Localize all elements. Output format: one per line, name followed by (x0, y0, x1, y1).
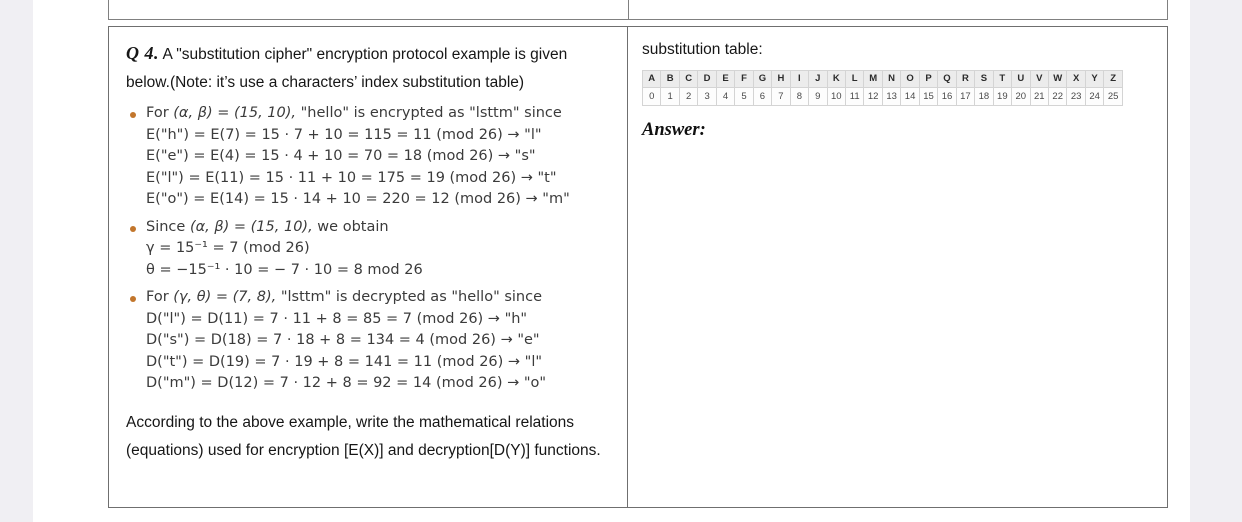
substitution-index-cell: 4 (715, 87, 736, 106)
worked-example-list: For (α, β) = (15, 10), "hello" is encryp… (126, 103, 613, 395)
substitution-letter-cell: L (844, 70, 865, 88)
substitution-letter-cell: P (918, 70, 939, 88)
substitution-index-cell: 2 (678, 87, 699, 106)
substitution-letter-cell: X (1066, 70, 1086, 88)
math-line: D("m") = D(12) = 7 · 12 + 8 = 92 = 14 (m… (146, 375, 547, 391)
document-page: Q 4. A "substitution cipher" encryption … (33, 0, 1190, 522)
substitution-letter-cell: F (734, 70, 754, 88)
list-item: Since (α, β) = (15, 10), we obtain γ = 1… (126, 217, 613, 282)
question-cell: Q 4. A "substitution cipher" encryption … (109, 27, 628, 507)
previous-table-row (108, 0, 1168, 20)
bullet-lead-suffix: "lsttm" is decrypted as "hello" since (276, 289, 543, 305)
bullet-lead-math: (α, β) = (15, 10), (189, 218, 313, 235)
substitution-letter-cell: T (992, 70, 1013, 88)
substitution-index-cell: 19 (992, 87, 1013, 106)
math-line: θ = −15⁻¹ · 10 = − 7 · 10 = 8 mod 26 (146, 261, 423, 278)
math-line: D("t") = D(19) = 7 · 19 + 8 = 141 = 11 (… (146, 353, 543, 370)
substitution-letter-cell: B (660, 70, 680, 88)
substitution-index-cell: 1 (660, 87, 680, 106)
substitution-letter-cell: I (789, 70, 810, 88)
substitution-index-cell: 25 (1103, 87, 1123, 106)
math-line: E("o") = E(14) = 15 · 14 + 10 = 220 = 12… (146, 191, 570, 207)
substitution-letter-cell: Z (1103, 70, 1123, 88)
substitution-index-cell: 9 (808, 87, 828, 106)
math-line: E("h") = E(7) = 15 · 7 + 10 = 115 = 11 (… (146, 126, 542, 143)
bullet-lead-prefix: Since (146, 218, 190, 235)
substitution-index-cell: 22 (1047, 87, 1068, 106)
substitution-letter-cell: C (678, 70, 699, 88)
math-line: E("l") = E(11) = 15 · 11 + 10 = 175 = 19… (146, 169, 557, 186)
substitution-letter-cell: J (808, 70, 828, 88)
math-line: D("l") = D(11) = 7 · 11 + 8 = 85 = 7 (mo… (146, 310, 528, 327)
bullet-lead-suffix: "hello" is encrypted as "lsttm" since (296, 105, 562, 121)
substitution-index-cell: 15 (918, 87, 939, 106)
substitution-index-cell: 14 (900, 87, 920, 106)
substitution-table-caption: substitution table: (642, 41, 763, 58)
substitution-index-cell: 20 (1011, 87, 1031, 106)
substitution-letter-cell: H (771, 70, 791, 88)
question-table: Q 4. A "substitution cipher" encryption … (108, 26, 1168, 508)
list-item: For (γ, θ) = (7, 8), "lsttm" is decrypte… (126, 287, 613, 395)
substitution-index-cell: 11 (844, 87, 865, 106)
bullet-lead-prefix: For (146, 105, 174, 121)
question-closing-paragraph: According to the above example, write th… (126, 413, 601, 459)
math-line: E("e") = E(4) = 15 · 4 + 10 = 70 = 18 (m… (146, 148, 536, 164)
bullet-lead-line: For (γ, θ) = (7, 8), "lsttm" is decrypte… (146, 287, 613, 309)
substitution-letter-cell: V (1029, 70, 1049, 88)
substitution-index-cell: 16 (937, 87, 957, 106)
substitution-index-cell: 8 (789, 87, 810, 106)
question-intro-text: A "substitution cipher" encryption proto… (126, 46, 568, 91)
previous-row-right-cell (629, 0, 1167, 19)
list-item: For (α, β) = (15, 10), "hello" is encryp… (126, 103, 613, 211)
question-label: Q 4. (126, 43, 159, 63)
bullet-lead-math: (γ, θ) = (7, 8), (173, 289, 277, 305)
substitution-letter-cell: R (955, 70, 976, 88)
question-intro-paragraph: Q 4. A "substitution cipher" encryption … (126, 39, 613, 97)
left-page-gutter (0, 0, 34, 522)
math-line: D("s") = D(18) = 7 · 18 + 8 = 134 = 4 (m… (146, 332, 540, 348)
substitution-letter-cell: D (697, 70, 717, 88)
substitution-index-cell: 13 (881, 87, 902, 106)
previous-row-left-cell (109, 0, 629, 19)
bullet-lead-prefix: For (146, 289, 174, 305)
substitution-letter-cell: O (900, 70, 920, 88)
substitution-index-cell: 24 (1084, 87, 1105, 106)
substitution-letter-cell: U (1011, 70, 1031, 88)
substitution-letter-cell: E (715, 70, 736, 88)
substitution-letter-cell: M (863, 70, 883, 88)
substitution-index-cell: 5 (734, 87, 754, 106)
bullet-lead-math: (α, β) = (15, 10), (173, 105, 297, 121)
right-page-gutter (1189, 0, 1242, 522)
substitution-index-cell: 12 (863, 87, 883, 106)
substitution-index-cell: 6 (752, 87, 773, 106)
substitution-index-cell: 21 (1029, 87, 1049, 106)
substitution-index-cell: 10 (826, 87, 846, 106)
substitution-letter-cell: N (881, 70, 902, 88)
bullet-lead-line: For (α, β) = (15, 10), "hello" is encryp… (146, 103, 613, 125)
substitution-letter-cell: K (826, 70, 846, 88)
substitution-index-cell: 18 (974, 87, 994, 106)
substitution-index-cell: 0 (641, 87, 662, 106)
substitution-index-cell: 23 (1066, 87, 1086, 106)
substitution-letter-cell: Y (1084, 70, 1105, 88)
substitution-letter-cell: S (974, 70, 994, 88)
substitution-index-cell: 3 (697, 87, 717, 106)
bullet-lead-suffix: we obtain (312, 218, 389, 235)
substitution-index-cell: 7 (771, 87, 791, 106)
substitution-letter-cell: Q (937, 70, 957, 88)
bullet-lead-line: Since (α, β) = (15, 10), we obtain (146, 217, 613, 239)
substitution-letter-cell: G (752, 70, 773, 88)
substitution-letter-cell: A (641, 70, 662, 88)
substitution-letter-cell: W (1047, 70, 1068, 88)
math-line: γ = 15⁻¹ = 7 (mod 26) (146, 240, 310, 256)
answer-label: Answer: (642, 120, 706, 140)
substitution-index-cell: 17 (955, 87, 976, 106)
